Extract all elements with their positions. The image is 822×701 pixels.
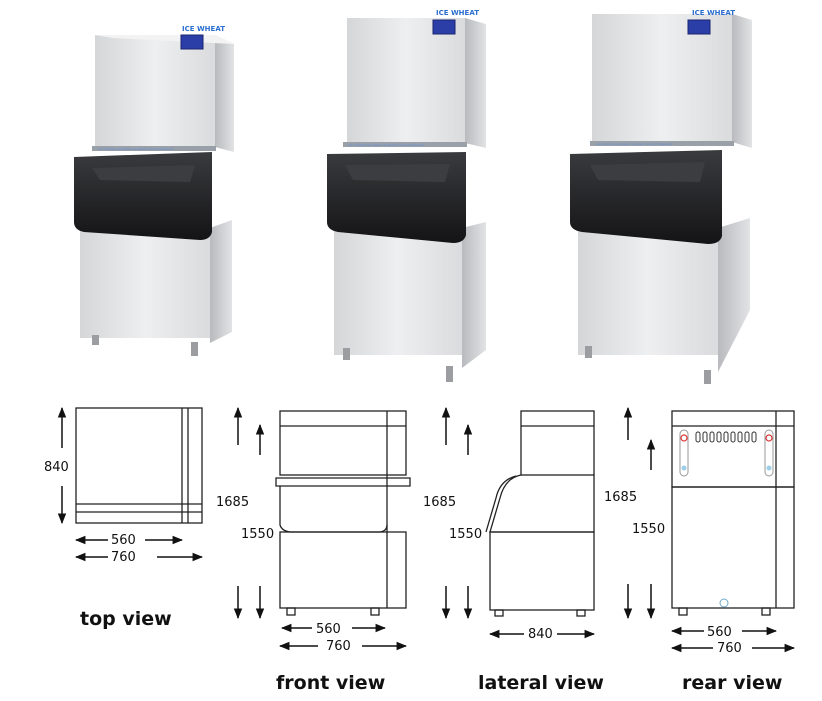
- front-bin-height-label: 1550: [241, 527, 274, 542]
- photo-side: ICE WHEAT ice making new ideas ice wheat…: [570, 9, 752, 384]
- rear-outer-width-label: 760: [717, 641, 742, 656]
- top-depth-label: 840: [44, 460, 69, 475]
- top-view: 840 560 760 top view: [44, 406, 204, 630]
- front-inner-width-label: 560: [316, 622, 341, 637]
- lateral-view-caption: lateral view: [478, 672, 604, 694]
- top-inner-width-label: 560: [111, 533, 136, 548]
- photo-front: ICE WHEAT ice making new ideas ice wheat…: [74, 25, 234, 356]
- photo-angle: ICE WHEAT ice making new ideas ice wheat…: [327, 9, 486, 382]
- rear-total-height-label: 1685: [604, 490, 637, 505]
- rear-view: 1685 1550 560 760 rear view: [604, 406, 796, 694]
- top-outer-width-label: 760: [111, 550, 136, 565]
- control-screen: [180, 34, 204, 50]
- top-view-caption: top view: [80, 608, 172, 630]
- rear-view-caption: rear view: [682, 672, 782, 694]
- control-screen: [432, 19, 456, 35]
- rear-inner-width-label: 560: [707, 625, 732, 640]
- tagline-label: ice making new ideas ice wheat more prof…: [98, 147, 174, 151]
- rear-bin-height-label: 1550: [632, 522, 665, 537]
- lateral-view: 1685 1550 840 lateral view: [423, 406, 604, 694]
- rear-vent-slots: [695, 431, 757, 443]
- control-screen: [687, 19, 711, 35]
- brand-label: ICE WHEAT: [182, 25, 225, 33]
- front-outer-width-label: 760: [326, 639, 351, 654]
- lateral-total-height-label: 1685: [423, 495, 456, 510]
- tagline-label: ice making new ideas ice wheat more prof…: [596, 142, 672, 146]
- brand-label: ICE WHEAT: [436, 9, 479, 17]
- front-view: 1685 1550 560 760 front view: [216, 406, 411, 694]
- front-total-height-label: 1685: [216, 495, 249, 510]
- brand-label: ICE WHEAT: [692, 9, 735, 17]
- drain-port: [719, 598, 729, 608]
- front-view-caption: front view: [276, 672, 385, 694]
- lateral-bin-height-label: 1550: [449, 527, 482, 542]
- tagline-label: ice making new ideas ice wheat more prof…: [348, 143, 424, 147]
- lateral-depth-label: 840: [528, 627, 553, 642]
